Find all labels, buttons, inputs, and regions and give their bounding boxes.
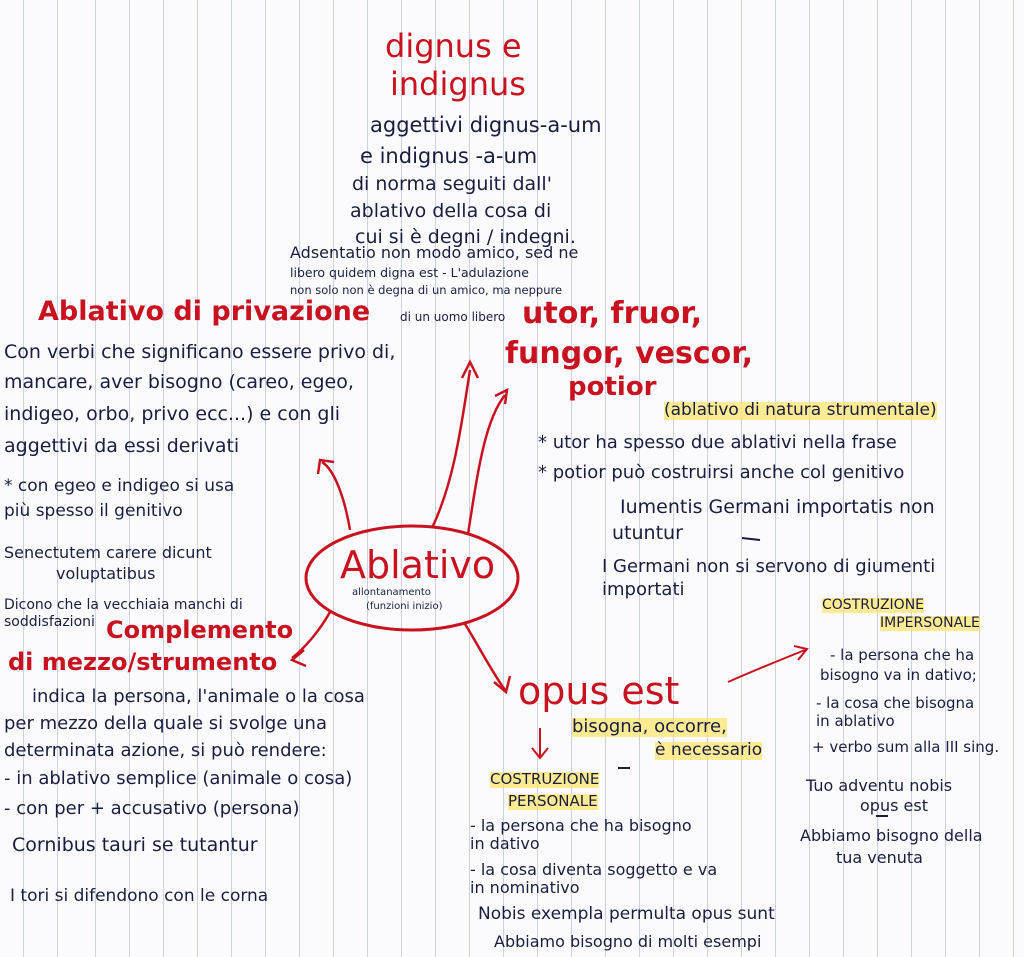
mezzo-title-2: di mezzo/strumento bbox=[8, 648, 278, 676]
personale-title-2: PERSONALE bbox=[508, 792, 598, 810]
dignus-line: aggettivi dignus-a-um bbox=[370, 113, 602, 137]
utor-example: Iumentis Germani importatis non bbox=[620, 496, 935, 518]
mezzo-line: - con per + accusativo (persona) bbox=[4, 798, 300, 819]
utor-example: importati bbox=[602, 579, 685, 600]
dignus-example: Adsentatio non modo amico, sed ne bbox=[290, 243, 579, 262]
center-subtitle-1: allontanamento bbox=[352, 587, 431, 598]
arrow-to-impersonale bbox=[727, 649, 806, 683]
mezzo-line: indica la persona, l'animale o la cosa bbox=[32, 686, 365, 707]
privazione-title: Ablativo di privazione bbox=[38, 296, 371, 327]
impersonale-line: bisogno va in dativo; bbox=[820, 666, 977, 684]
personale-line: - la persona che ha bisogno bbox=[470, 816, 692, 835]
utor-example: I Germani non si servono di giumenti bbox=[602, 556, 936, 577]
mezzo-line: - in ablativo semplice (animale o cosa) bbox=[4, 768, 353, 789]
dignus-title-1: dignus e bbox=[385, 27, 522, 65]
privazione-note: più spesso il genitivo bbox=[4, 501, 183, 521]
privazione-line: Con verbi che significano essere privo d… bbox=[4, 341, 396, 363]
privazione-example: voluptatibus bbox=[56, 564, 156, 583]
privazione-example: Dicono che la vecchiaia manchi di bbox=[4, 597, 243, 613]
impersonale-line: + verbo sum alla III sing. bbox=[812, 738, 1000, 756]
personale-line: - la cosa diventa soggetto e va bbox=[470, 860, 718, 879]
personale-title-1: COSTRUZIONE bbox=[490, 770, 600, 788]
utor-note: * potior può costruirsi anche col geniti… bbox=[538, 462, 905, 483]
personale-line: in dativo bbox=[470, 834, 540, 853]
privazione-line: aggettivi da essi derivati bbox=[4, 435, 240, 457]
impersonale-line: in ablativo bbox=[816, 712, 895, 730]
mezzo-line: determinata azione, si può rendere: bbox=[4, 740, 327, 761]
dignus-title-2: indignus bbox=[390, 65, 526, 103]
center-oval bbox=[304, 524, 520, 632]
utor-title-2: fungor, vescor, bbox=[505, 336, 754, 371]
center-title: Ablativo bbox=[340, 543, 496, 587]
personale-example: Abbiamo bisogno di molti esempi bbox=[494, 932, 762, 951]
dignus-line: e indignus -a-um bbox=[360, 144, 538, 168]
utor-note: * utor ha spesso due ablativi nella fras… bbox=[538, 432, 897, 453]
mezzo-example: Cornibus tauri se tutantur bbox=[12, 834, 258, 856]
dignus-line: cui si è degni / indegni. bbox=[355, 226, 576, 248]
personale-line: in nominativo bbox=[470, 878, 580, 897]
privazione-example: soddisfazioni bbox=[4, 614, 95, 630]
impersonale-title-2: IMPERSONALE bbox=[880, 615, 980, 631]
opus-meaning: è necessario bbox=[655, 740, 763, 760]
utor-subtitle: (ablativo di natura strumentale) bbox=[664, 400, 937, 420]
impersonale-line: - la cosa che bisogna bbox=[816, 694, 975, 712]
mezzo-line: per mezzo della quale si svolge una bbox=[4, 713, 327, 734]
impersonale-line: - la persona che ha bbox=[830, 646, 975, 664]
privazione-note: * con egeo e indigeo si usa bbox=[4, 476, 235, 496]
dignus-example: libero quidem digna est - L'adulazione bbox=[290, 265, 529, 280]
dignus-line: di norma seguiti dall' bbox=[352, 173, 552, 195]
dignus-example: non solo non è degna di un amico, ma nep… bbox=[290, 283, 563, 297]
utor-title-1: utor, fruor, bbox=[522, 296, 703, 331]
privazione-example: Senectutem carere dicunt bbox=[4, 543, 212, 562]
opus-title: opus est bbox=[518, 669, 680, 713]
impersonale-title-1: COSTRUZIONE bbox=[822, 597, 925, 613]
privazione-line: indigeo, orbo, privo ecc...) e con gli bbox=[4, 403, 341, 425]
personale-example: Nobis exempla permulta opus sunt bbox=[478, 904, 775, 924]
mezzo-title-1: Complemento bbox=[106, 616, 294, 644]
dignus-line: ablativo della cosa di bbox=[350, 200, 552, 222]
dignus-example: di un uomo libero bbox=[400, 310, 506, 324]
privazione-line: mancare, aver bisogno (careo, egeo, bbox=[4, 371, 354, 393]
utor-example: utuntur bbox=[612, 522, 683, 544]
impersonale-example: tua venuta bbox=[836, 848, 923, 867]
arrow-to-privazione bbox=[321, 460, 352, 531]
arrow-to-utor bbox=[466, 394, 506, 535]
arrow-to-mezzo bbox=[291, 611, 332, 659]
impersonale-example: Abbiamo bisogno della bbox=[800, 826, 983, 845]
mezzo-example: I tori si difendono con le corna bbox=[10, 886, 269, 906]
impersonale-example: opus est bbox=[860, 796, 928, 815]
center-subtitle-2: (funzioni inizio) bbox=[366, 601, 443, 612]
impersonale-example: Tuo adventu nobis bbox=[806, 776, 953, 795]
opus-meaning: bisogna, occorre, bbox=[572, 716, 727, 737]
arrow-to-opus bbox=[463, 623, 507, 691]
arrow-to-dignus bbox=[430, 369, 472, 529]
utor-title-3: potior bbox=[568, 372, 657, 402]
